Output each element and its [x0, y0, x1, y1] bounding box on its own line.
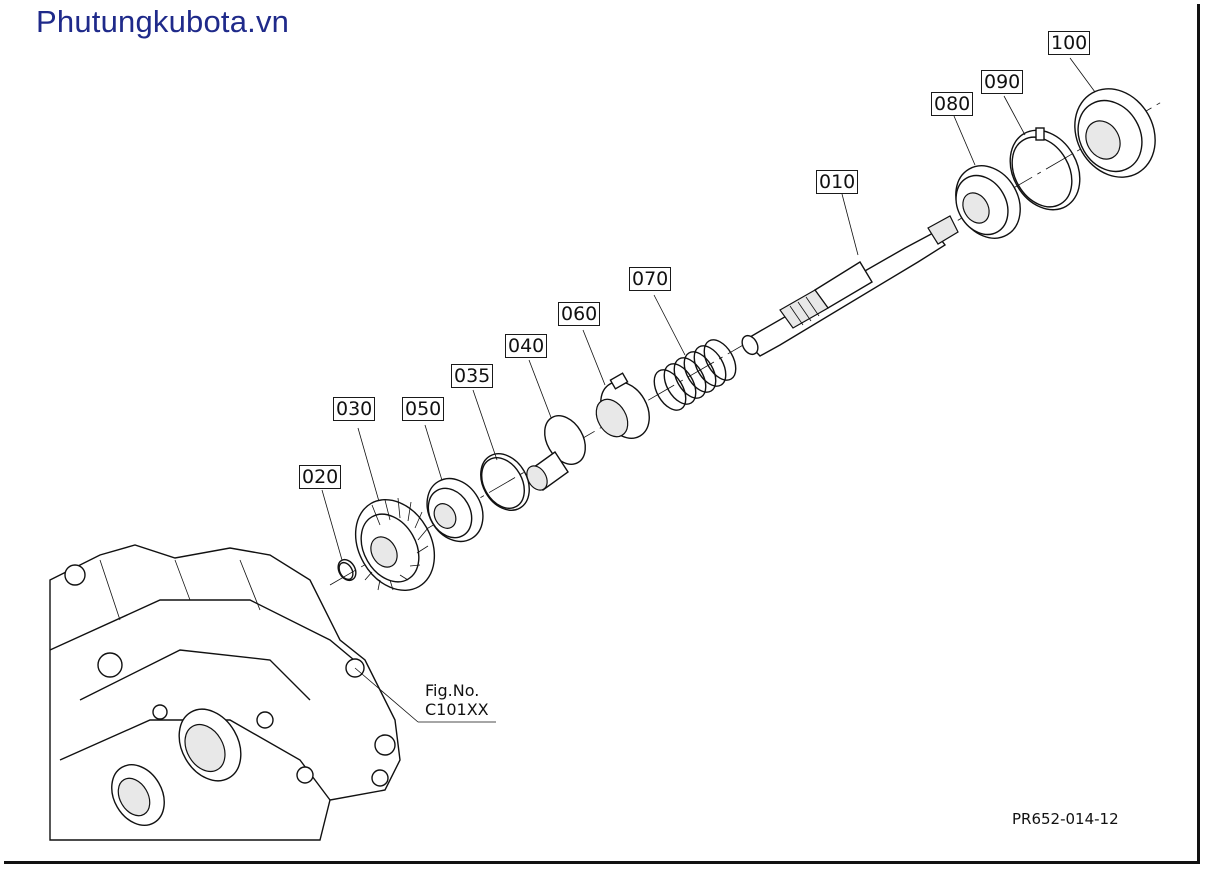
callout-090[interactable]: 090 [981, 70, 1024, 94]
diagram-frame [4, 4, 1200, 864]
figure-number-label: Fig.No. [425, 681, 480, 700]
part-060-shifter [595, 372, 650, 439]
transmission-housing [49, 544, 401, 841]
callout-035[interactable]: 035 [451, 364, 494, 388]
callout-020[interactable]: 020 [299, 465, 342, 489]
part-030-bevel-gear [354, 497, 436, 591]
callout-060[interactable]: 060 [558, 302, 601, 326]
part-070-spring [653, 339, 737, 411]
figure-reference-leader [354, 667, 496, 723]
callout-030[interactable]: 030 [333, 397, 376, 421]
leader-lines [321, 57, 1096, 561]
figure-number-code[interactable]: C101XX [425, 700, 489, 719]
part-035-shim [480, 453, 530, 511]
callout-050[interactable]: 050 [402, 397, 445, 421]
part-010-shaft [741, 215, 959, 357]
site-watermark: Phutungkubota.vn [36, 4, 290, 39]
callout-040[interactable]: 040 [505, 334, 548, 358]
part-050-bearing [426, 477, 484, 543]
callout-070[interactable]: 070 [629, 267, 672, 291]
callout-100[interactable]: 100 [1048, 31, 1091, 55]
callout-080[interactable]: 080 [931, 92, 974, 116]
part-090-snap-ring [1009, 127, 1081, 211]
drawing-code: PR652-014-12 [1012, 810, 1119, 828]
callout-010[interactable]: 010 [816, 170, 859, 194]
part-040-hub [526, 415, 586, 491]
part-100-bearing [1074, 88, 1156, 178]
part-020-snap-ring [337, 558, 357, 582]
part-080-bearing [955, 165, 1021, 239]
